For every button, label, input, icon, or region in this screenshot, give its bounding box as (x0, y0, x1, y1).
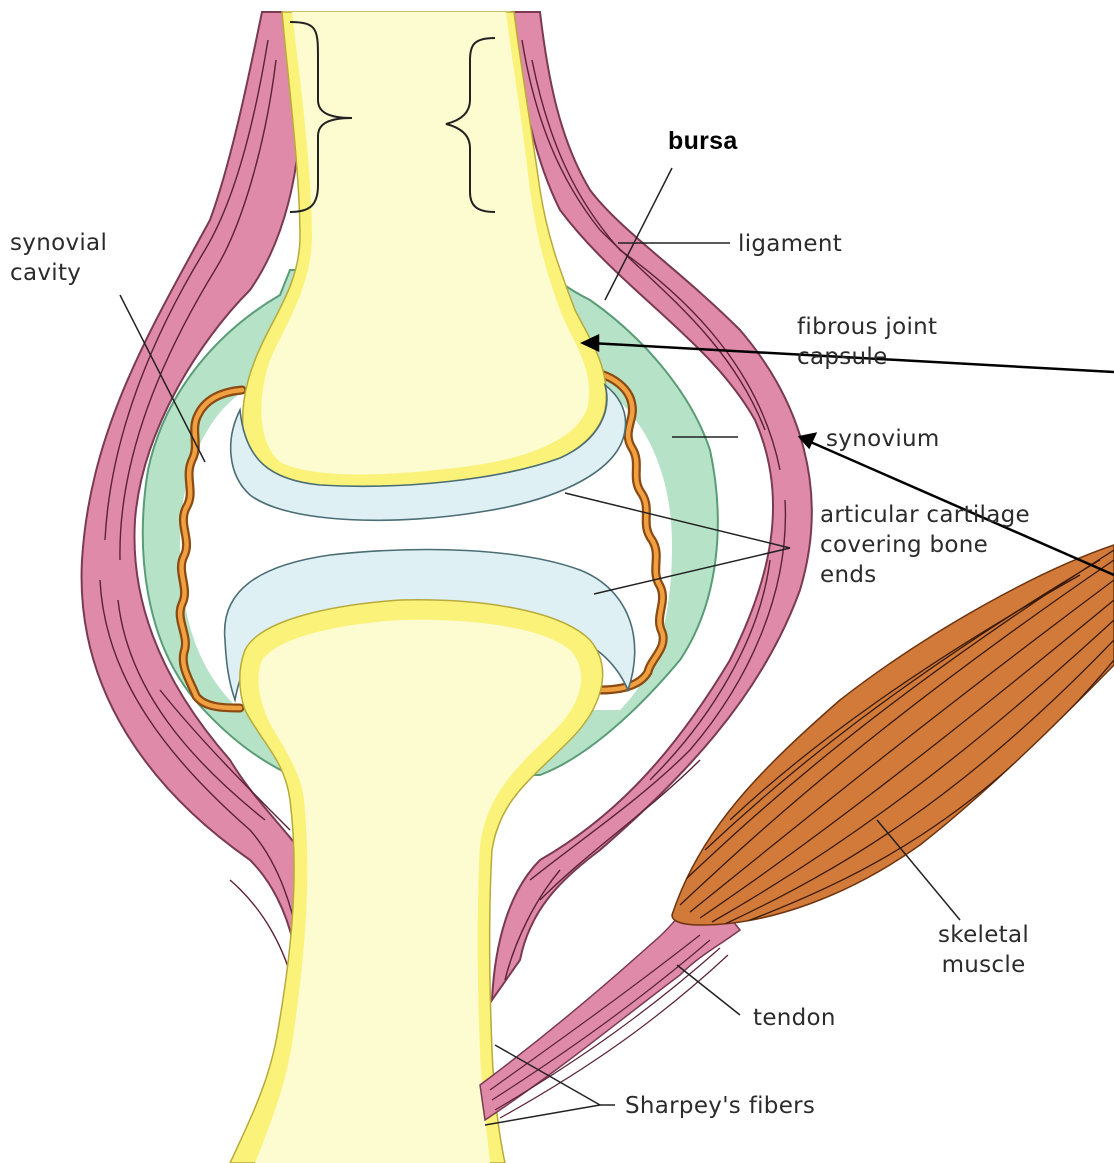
label-synovium: synovium (826, 424, 940, 454)
label-fibrous-joint-capsule: fibrous joint capsule (797, 312, 937, 372)
label-skeletal-line1: skeletal (938, 920, 1029, 950)
label-synovial-cavity: synovial cavity (10, 228, 107, 288)
label-articular-cartilage: articular cartilage covering bone ends (820, 500, 1030, 590)
label-synovial-cavity-line1: synovial (10, 228, 107, 258)
label-skeletal-muscle: skeletal muscle (938, 920, 1029, 980)
label-fibrous-line2: capsule (797, 342, 937, 372)
label-articular-line1: articular cartilage (820, 500, 1030, 530)
label-tendon: tendon (753, 1003, 836, 1033)
label-synovial-cavity-line2: cavity (10, 258, 107, 288)
label-articular-line3: ends (820, 560, 1030, 590)
label-sharpeys-fibers: Sharpey's fibers (625, 1091, 815, 1121)
label-bursa: bursa (668, 126, 738, 156)
label-ligament: ligament (738, 229, 842, 259)
label-skeletal-line2: muscle (938, 950, 1029, 980)
label-articular-line2: covering bone (820, 530, 1030, 560)
label-fibrous-line1: fibrous joint (797, 312, 937, 342)
